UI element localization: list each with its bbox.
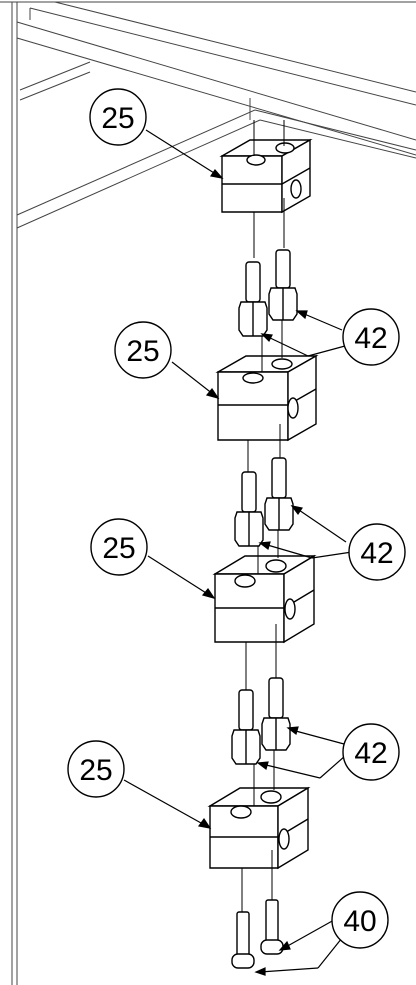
callout-c3: 25	[114, 321, 172, 379]
standoff-pair-3	[231, 677, 291, 765]
clamp-block-lower	[212, 554, 317, 644]
callout-c4: 42	[348, 523, 406, 581]
standoff-pair-1	[238, 249, 298, 337]
rod-lines-4	[241, 750, 275, 912]
callout-label: 25	[79, 754, 112, 787]
callout-label: 42	[354, 322, 387, 355]
callout-c8: 40	[331, 891, 389, 949]
callout-c5: 25	[90, 518, 148, 576]
rod-lines-3	[245, 530, 279, 690]
callout-c2: 42	[342, 308, 400, 366]
callout-label: 25	[102, 532, 135, 565]
rod-lines-2	[247, 320, 283, 472]
callout-label: 40	[343, 905, 376, 938]
cap-screws	[231, 899, 284, 969]
callout-c7: 25	[67, 740, 125, 798]
leader-lines	[123, 129, 353, 976]
clamp-block-bottom	[207, 786, 311, 870]
callout-label: 25	[101, 102, 134, 135]
rod-lines-1	[253, 120, 285, 258]
callout-c1: 25	[89, 88, 147, 146]
clamp-block-top	[219, 138, 313, 214]
callout-label: 25	[126, 335, 159, 368]
standoff-pair-2	[234, 457, 294, 547]
callout-label: 42	[354, 737, 387, 770]
callout-c6: 42	[342, 723, 400, 781]
callout-label: 42	[360, 537, 393, 570]
clamp-block-upper	[215, 354, 319, 442]
